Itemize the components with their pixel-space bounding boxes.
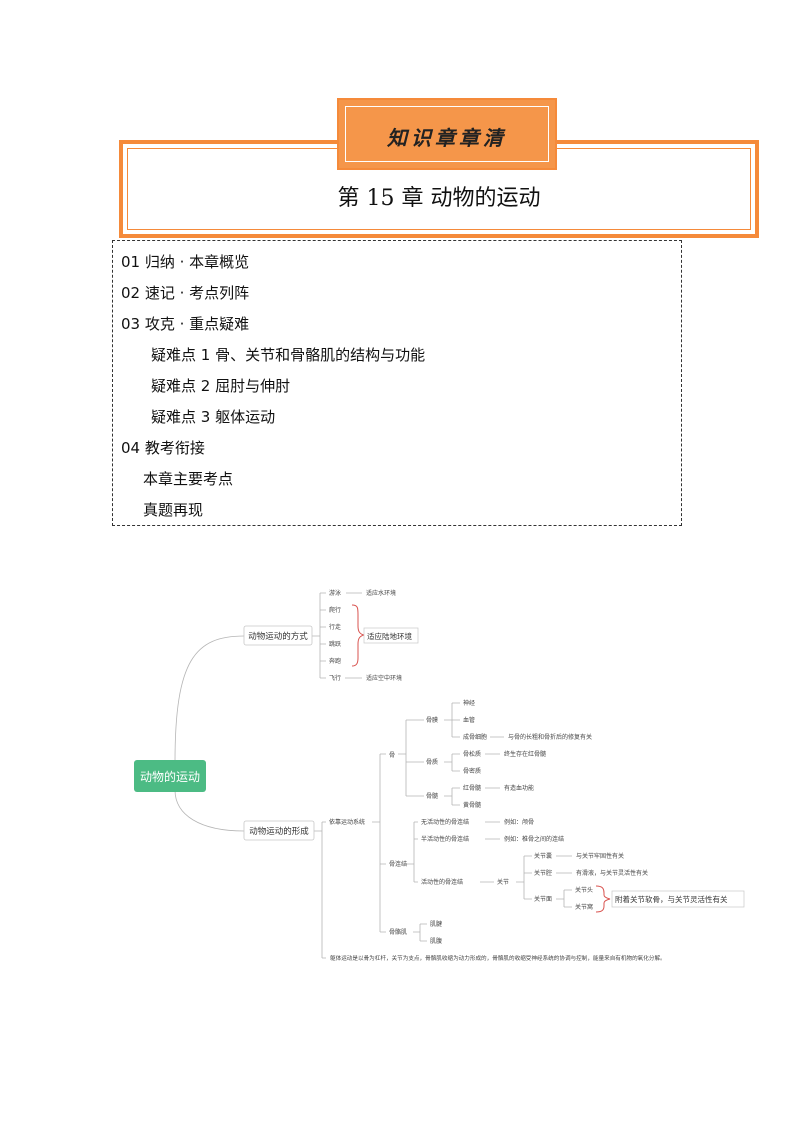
leaf-summary: 躯体运动是以骨为杠杆，关节为支点，骨骼肌收缩为动力形成的，骨骼肌的收缩受神经系统… bbox=[330, 954, 666, 962]
leaf-substance: 骨质 bbox=[426, 758, 438, 766]
leaf-immovable: 无活动性的骨连结 bbox=[421, 818, 469, 826]
leaf-cavity-note: 有滑液，与关节灵活性有关 bbox=[576, 869, 648, 877]
land-note: 适应陆地环境 bbox=[367, 631, 412, 641]
leaf-spongy-note: 终生存在红骨髓 bbox=[504, 750, 546, 758]
toc-item[interactable]: 疑难点 3 躯体运动 bbox=[151, 408, 276, 426]
leaf-semi: 半活动性的骨连结 bbox=[421, 835, 469, 843]
chapter-title: 第 15 章 动物的运动 bbox=[337, 186, 541, 211]
leaf-red-marrow: 红骨髓 bbox=[463, 784, 481, 792]
surface-brace bbox=[595, 885, 611, 913]
branch-movement-modes bbox=[243, 625, 313, 646]
leaf-compact: 骨密质 bbox=[463, 767, 481, 775]
leaf-surface: 关节面 bbox=[534, 895, 552, 903]
root-node-label: 动物的运动 bbox=[140, 769, 200, 784]
leaf-joint: 关节 bbox=[497, 878, 509, 886]
leaf-joint-connection: 骨连结 bbox=[389, 860, 407, 868]
toc-item[interactable]: 真题再现 bbox=[143, 501, 204, 519]
leaf-land: 爬行 bbox=[329, 606, 341, 614]
branch-movement-formation-label: 动物运动的形成 bbox=[249, 826, 309, 837]
leaf-spongy: 骨松质 bbox=[463, 750, 481, 758]
leaf-belly: 肌腹 bbox=[430, 937, 442, 945]
leaf-cavity: 关节腔 bbox=[534, 869, 552, 877]
toc-item[interactable]: 疑难点 1 骨、关节和骨骼肌的结构与功能 bbox=[151, 346, 426, 364]
leaf-marrow: 骨髓 bbox=[426, 792, 438, 800]
leaf-periosteum: 骨膜 bbox=[426, 716, 438, 724]
leaf-capsule-note: 与关节牢固性有关 bbox=[576, 852, 624, 860]
leaf-movable: 活动性的骨连结 bbox=[421, 878, 463, 886]
leaf-yellow-marrow: 黄骨髓 bbox=[463, 801, 481, 809]
leaf-swim-note: 适应水环境 bbox=[366, 589, 396, 597]
surface-note-box bbox=[611, 890, 745, 908]
toc-item[interactable]: 03 攻克 · 重点疑难 bbox=[121, 315, 250, 333]
toc-item[interactable]: 04 教考衔接 bbox=[121, 439, 205, 457]
banner-text: 知识章章清 bbox=[387, 126, 507, 150]
surface-note: 附着关节软骨，与关节灵活性有关 bbox=[615, 894, 728, 904]
leaf-osteoblast: 成骨细胞 bbox=[463, 733, 487, 741]
leaf-head: 关节头 bbox=[575, 886, 593, 894]
leaf-tendon: 肌腱 bbox=[430, 920, 442, 928]
branch-movement-modes-label: 动物运动的方式 bbox=[248, 631, 308, 642]
leaf-land: 奔跑 bbox=[329, 657, 341, 665]
leaf-system: 依靠运动系统 bbox=[329, 818, 365, 826]
leaf-osteoblast-note: 与骨的长粗和骨折后的修复有关 bbox=[508, 733, 592, 741]
leaf-fly: 飞行 bbox=[329, 674, 341, 682]
leaf-swim: 游泳 bbox=[329, 589, 341, 597]
mind-map-leaves: 游泳 适应水环境 爬行 行走 跳跃 奔跑 飞行 适应空中环境 依靠运动系统 骨 … bbox=[329, 589, 666, 962]
land-brace bbox=[351, 604, 365, 667]
leaf-bone: 骨 bbox=[389, 752, 395, 759]
leaf-land: 跳跃 bbox=[329, 640, 341, 648]
toc-item[interactable]: 疑难点 2 屈肘与伸肘 bbox=[151, 377, 291, 395]
banner-inner-border bbox=[345, 106, 549, 162]
land-note-box bbox=[363, 627, 419, 644]
leaf-nerve: 神经 bbox=[463, 699, 475, 707]
leaf-land: 行走 bbox=[329, 623, 341, 631]
banner-box: 知识章章清 bbox=[337, 98, 557, 170]
leaf-muscle: 骨骼肌 bbox=[389, 928, 407, 936]
toc-item[interactable]: 02 速记 · 考点列阵 bbox=[121, 284, 250, 302]
toc-item[interactable]: 01 归纳 · 本章概览 bbox=[121, 253, 250, 271]
leaf-socket: 关节窝 bbox=[575, 903, 593, 911]
connector-lines bbox=[174, 592, 572, 959]
leaf-immovable-note: 例如：颅骨 bbox=[504, 818, 534, 826]
toc-item[interactable]: 本章主要考点 bbox=[143, 470, 234, 488]
leaf-capsule: 关节囊 bbox=[534, 852, 552, 860]
leaf-fly-note: 适应空中环境 bbox=[366, 674, 402, 682]
leaf-semi-note: 例如：椎骨之间的连结 bbox=[504, 835, 564, 843]
root-node bbox=[134, 760, 206, 792]
table-of-contents: 01 归纳 · 本章概览 02 速记 · 考点列阵 03 攻克 · 重点疑难 疑… bbox=[112, 240, 682, 526]
header-banner: 知识章章清 bbox=[337, 98, 557, 170]
leaf-vessel: 血管 bbox=[463, 716, 475, 724]
branch-movement-formation bbox=[243, 820, 315, 841]
leaf-red-marrow-note: 有造血功能 bbox=[504, 784, 534, 792]
